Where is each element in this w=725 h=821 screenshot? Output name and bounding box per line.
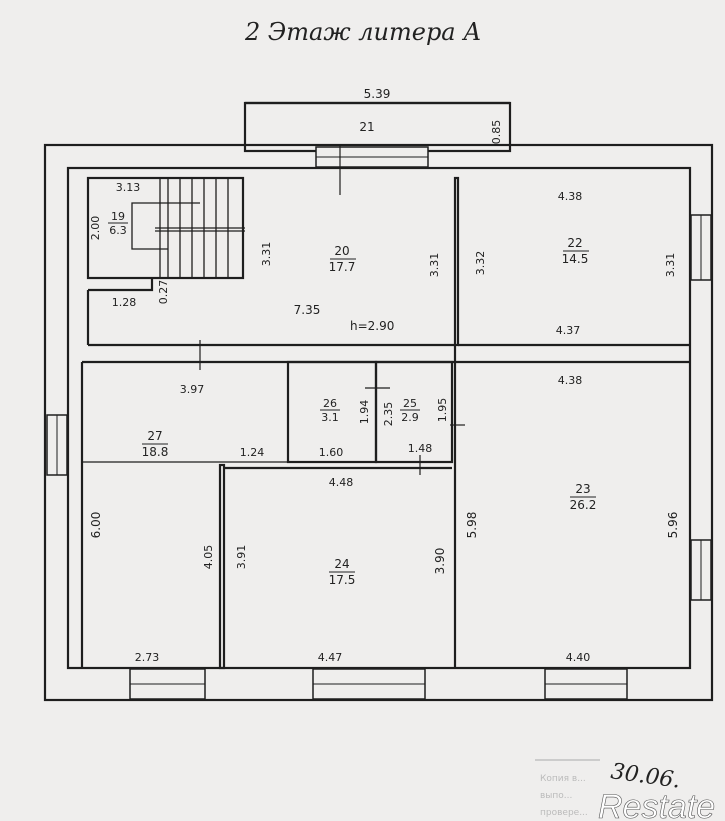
svg-text:3.32: 3.32 bbox=[474, 251, 487, 276]
svg-text:2.00: 2.00 bbox=[89, 216, 102, 241]
svg-text:21: 21 bbox=[359, 120, 374, 134]
room-23: 4.38 23 26.2 5.98 5.96 4.40 bbox=[465, 374, 680, 664]
balcony-21: 5.39 21 0.85 bbox=[243, 87, 512, 153]
svg-text:5.96: 5.96 bbox=[666, 512, 680, 539]
svg-text:6.00: 6.00 bbox=[89, 512, 103, 539]
svg-text:26.2: 26.2 bbox=[570, 498, 597, 512]
staircase bbox=[131, 178, 245, 278]
room-19: 3.13 2.00 19 6.3 bbox=[89, 181, 140, 240]
svg-text:Копия в...: Копия в... bbox=[540, 774, 586, 784]
svg-text:1.94: 1.94 bbox=[358, 400, 371, 425]
svg-text:6.3: 6.3 bbox=[109, 224, 127, 237]
outer-walls bbox=[43, 143, 714, 702]
svg-text:1.28: 1.28 bbox=[112, 296, 137, 309]
svg-text:1.24: 1.24 bbox=[240, 446, 265, 459]
svg-text:0.27: 0.27 bbox=[157, 280, 170, 305]
svg-text:3.1: 3.1 bbox=[321, 411, 339, 424]
svg-text:3.31: 3.31 bbox=[260, 242, 273, 267]
svg-text:3.90: 3.90 bbox=[433, 548, 447, 575]
svg-text:4.47: 4.47 bbox=[318, 651, 343, 664]
svg-text:7.35: 7.35 bbox=[294, 303, 321, 317]
svg-text:2.35: 2.35 bbox=[382, 402, 395, 427]
svg-text:3.31: 3.31 bbox=[428, 253, 441, 278]
svg-text:5.39: 5.39 bbox=[364, 87, 391, 101]
svg-text:0.85: 0.85 bbox=[490, 120, 503, 145]
svg-text:3.91: 3.91 bbox=[235, 545, 248, 570]
svg-text:18.8: 18.8 bbox=[142, 445, 169, 459]
svg-text:выпо...: выпо... bbox=[540, 791, 572, 801]
watermark-logo: Restate bbox=[598, 788, 715, 821]
ceiling-height: h=2.90 bbox=[350, 319, 394, 333]
svg-text:4.40: 4.40 bbox=[566, 651, 591, 664]
svg-text:3.31: 3.31 bbox=[664, 253, 677, 278]
svg-text:4.38: 4.38 bbox=[558, 374, 583, 387]
svg-text:4.05: 4.05 bbox=[202, 545, 215, 570]
svg-text:3.97: 3.97 bbox=[180, 383, 205, 396]
svg-text:4.48: 4.48 bbox=[329, 476, 354, 489]
svg-text:4.38: 4.38 bbox=[558, 190, 583, 203]
svg-text:провере...: провере... bbox=[540, 808, 588, 818]
svg-text:23: 23 bbox=[575, 482, 590, 496]
room-27: 3.97 27 18.8 6.00 1.24 2.73 bbox=[89, 383, 264, 664]
svg-text:14.5: 14.5 bbox=[562, 252, 589, 266]
svg-text:25: 25 bbox=[403, 397, 417, 410]
room-20: 20 17.7 3.31 3.31 7.35 1.28 0.27 h=2.90 bbox=[112, 242, 441, 333]
svg-text:1.48: 1.48 bbox=[408, 442, 433, 455]
room-22: 4.38 22 14.5 3.32 3.31 4.37 bbox=[474, 190, 677, 337]
windows bbox=[46, 146, 712, 700]
svg-text:26: 26 bbox=[323, 397, 337, 410]
svg-text:17.5: 17.5 bbox=[329, 573, 356, 587]
svg-text:2.73: 2.73 bbox=[135, 651, 160, 664]
svg-text:5.98: 5.98 bbox=[465, 512, 479, 539]
svg-text:4.37: 4.37 bbox=[556, 324, 581, 337]
room-26: 26 3.1 1.94 1.60 bbox=[319, 397, 371, 459]
svg-text:2.9: 2.9 bbox=[401, 411, 419, 424]
svg-text:3.13: 3.13 bbox=[116, 181, 141, 194]
svg-text:1.95: 1.95 bbox=[436, 398, 449, 423]
room-24: 4.48 24 17.5 4.05 3.91 3.90 4.47 bbox=[202, 476, 447, 664]
room-25: 25 2.9 2.35 1.95 1.48 bbox=[382, 397, 449, 455]
svg-text:27: 27 bbox=[147, 429, 162, 443]
svg-text:20: 20 bbox=[334, 244, 349, 258]
svg-text:24: 24 bbox=[334, 557, 349, 571]
svg-text:1.60: 1.60 bbox=[319, 446, 344, 459]
plan-title: 2 Этаж литера А bbox=[244, 18, 481, 46]
svg-text:19: 19 bbox=[111, 210, 125, 223]
svg-text:22: 22 bbox=[567, 236, 582, 250]
svg-text:17.7: 17.7 bbox=[329, 260, 356, 274]
